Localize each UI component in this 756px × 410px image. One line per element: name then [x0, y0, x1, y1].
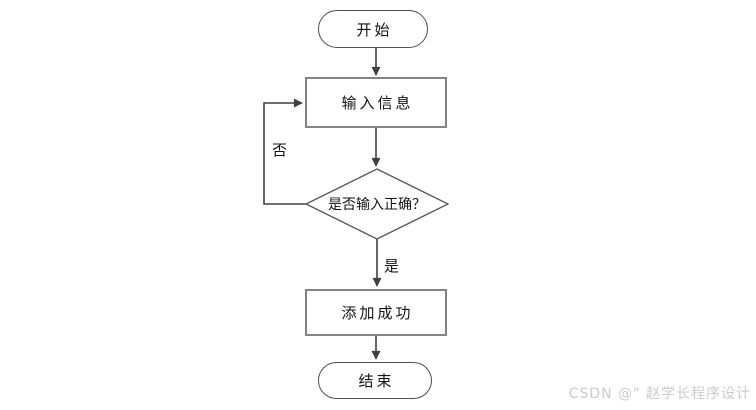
- node-input: 输入信息: [305, 77, 447, 128]
- node-input-label: 输入信息: [341, 94, 414, 112]
- node-end: 结束: [318, 362, 432, 399]
- edge-decision-no-loop: [263, 98, 306, 205]
- edge-label-yes: 是: [384, 257, 400, 275]
- csdn-watermark: CSDN @" 赵学长程序设计: [568, 386, 751, 402]
- node-start-label: 开始: [356, 20, 393, 39]
- node-decision-label: 是否输入正确？: [328, 197, 426, 213]
- edge-label-no: 否: [272, 141, 288, 159]
- node-start: 开始: [318, 10, 428, 48]
- node-decision: 是否输入正确？: [306, 169, 448, 239]
- node-end-label: 结束: [358, 372, 395, 390]
- node-success: 添加成功: [305, 289, 447, 336]
- decision-diamond-shape: [304, 168, 450, 240]
- node-success-label: 添加成功: [341, 304, 414, 322]
